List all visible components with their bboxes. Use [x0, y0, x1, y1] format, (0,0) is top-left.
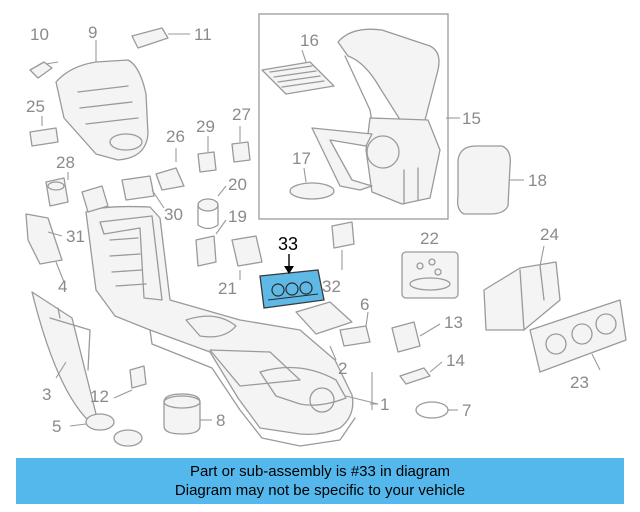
center-console [85, 205, 356, 447]
callout-11: 11 [194, 25, 212, 44]
console-side-trim [31, 291, 101, 431]
callout-6: 6 [360, 295, 369, 314]
armrest-assembly [311, 28, 441, 205]
callout-26: 26 [166, 127, 185, 146]
part-11 [131, 27, 169, 49]
callout-16: 16 [300, 31, 319, 50]
info-banner: Part or sub-assembly is #33 in diagram D… [16, 458, 624, 504]
part-31 [25, 213, 63, 265]
part-28 [45, 177, 69, 207]
callout-1: 1 [380, 395, 389, 414]
part-33-arrow [284, 266, 294, 274]
part-27 [231, 141, 251, 163]
callout-18: 18 [528, 171, 547, 190]
callout-33-highlighted: 33 [278, 234, 298, 254]
part-26 [155, 167, 185, 191]
callout-2: 2 [338, 359, 347, 378]
callout-29: 29 [196, 117, 215, 136]
part-10 [29, 61, 53, 79]
part-13 [391, 321, 421, 353]
part-6 [339, 325, 371, 347]
callout-32: 32 [322, 277, 341, 296]
banner-line-1: Part or sub-assembly is #33 in diagram [189, 463, 451, 480]
banner-line-2: Diagram may not be specific to your vehi… [174, 482, 466, 499]
callout-14: 14 [446, 351, 465, 370]
callout-10: 10 [30, 25, 49, 44]
callout-19: 19 [228, 207, 247, 226]
part-9-bezel [55, 59, 149, 161]
part-20 [197, 198, 219, 212]
callout-20: 20 [228, 175, 247, 194]
part-5 [85, 413, 115, 431]
callout-5: 5 [52, 417, 61, 436]
part-8 [163, 393, 201, 435]
callout-labels: 1 2 3 4 5 6 7 8 9 10 11 12 13 14 15 16 1… [26, 23, 589, 436]
part-2 [295, 301, 353, 335]
part-28b [81, 185, 109, 213]
callout-27: 27 [232, 105, 251, 124]
part-18 [456, 145, 511, 215]
callout-12: 12 [90, 387, 109, 406]
callout-15: 15 [462, 109, 481, 128]
callout-3: 3 [42, 385, 51, 404]
callout-31: 31 [66, 227, 85, 246]
part-25 [29, 127, 59, 147]
part-29 [197, 151, 217, 173]
part-5b [113, 429, 143, 447]
part-30 [121, 175, 155, 201]
callout-4: 4 [58, 277, 67, 296]
callout-7: 7 [462, 401, 471, 420]
part-33-highlighted[interactable] [259, 269, 325, 309]
callout-17: 17 [292, 149, 311, 168]
part-19 [195, 235, 217, 267]
part-14 [399, 367, 431, 385]
leader-lines [41, 33, 601, 427]
callout-28: 28 [56, 153, 75, 172]
callout-9: 9 [88, 23, 97, 42]
callout-30: 30 [164, 205, 183, 224]
callout-22: 22 [420, 229, 439, 248]
callout-25: 25 [26, 97, 45, 116]
part-12 [129, 365, 147, 389]
part-21 [231, 235, 263, 267]
part-32 [331, 221, 355, 249]
part-7 [415, 401, 449, 419]
callout-21: 21 [218, 279, 237, 298]
callout-8: 8 [216, 411, 225, 430]
armrest-pad [289, 182, 335, 200]
callout-23: 23 [570, 373, 589, 392]
part-22 [401, 251, 459, 299]
callout-24: 24 [540, 225, 559, 244]
callout-13: 13 [444, 313, 463, 332]
